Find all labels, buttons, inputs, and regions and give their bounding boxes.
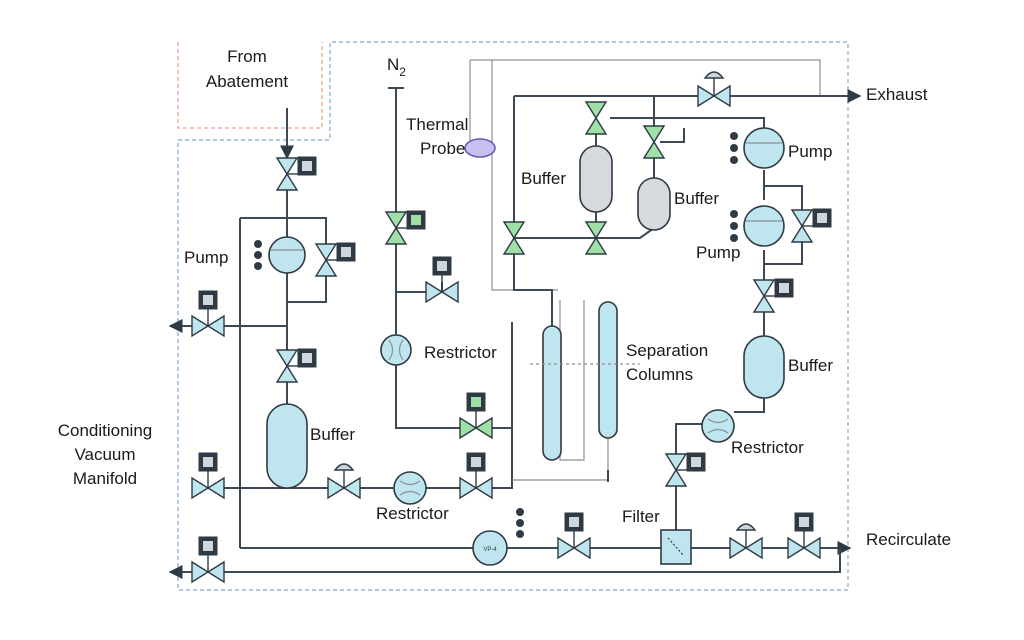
valve-pump-right-bypass[interactable] <box>790 208 832 243</box>
n2-main: N <box>387 55 399 74</box>
valve-bottom-left[interactable] <box>191 536 225 584</box>
valve-recirc-out[interactable] <box>787 512 821 560</box>
n2-label: N2 <box>387 55 406 79</box>
vp-pump-label: VP-4 <box>483 547 497 553</box>
valve-pump-right-out[interactable] <box>752 278 794 313</box>
valve-actuator-window <box>341 247 351 257</box>
valve-abatement-in[interactable] <box>275 156 317 191</box>
pump-mid-right <box>730 205 785 247</box>
buffer-left-label: Buffer <box>310 425 355 444</box>
valve-actuator-window <box>203 457 213 467</box>
pump-top-right <box>730 127 785 169</box>
valve-actuator-window <box>817 213 827 223</box>
conditioning-label-2: Vacuum <box>74 445 135 464</box>
buffer-right-vessel <box>743 335 785 399</box>
valve-actuator-window <box>471 457 481 467</box>
buffer-left-vessel <box>266 403 308 489</box>
restrictor-right-label: Restrictor <box>731 438 804 457</box>
separation-column-2 <box>598 301 618 439</box>
valve-buffer-grey-bottom[interactable] <box>584 221 608 255</box>
pump-left <box>254 236 306 274</box>
buffer-grey-left-label: Buffer <box>521 169 566 188</box>
valve-actuator-window <box>799 517 809 527</box>
valve-manifold-right[interactable] <box>459 452 493 500</box>
thermal-label-1: Thermal <box>406 115 468 134</box>
restrictor-mid <box>380 334 412 366</box>
exhaust-label: Exhaust <box>866 85 928 104</box>
valve-regulator-manifold[interactable] <box>327 463 361 500</box>
valve-n2-line[interactable] <box>384 210 426 245</box>
pump-left-label: Pump <box>184 248 228 267</box>
from-abatement-label-1: From <box>227 47 267 66</box>
regulator-dome-icon <box>703 71 725 79</box>
valve-actuator-window <box>203 541 213 551</box>
from-abatement-label-2: Abatement <box>206 72 288 91</box>
valve-actuator-window <box>411 215 421 225</box>
valve-left-mid[interactable] <box>275 348 317 383</box>
regulator-dome-icon <box>333 463 355 471</box>
labels: From Abatement N2 Thermal Probe Exhaust … <box>58 47 951 549</box>
buffer-grey-right-vessel <box>637 177 671 231</box>
separation-column-1 <box>542 325 562 461</box>
valve-actuator-window <box>569 517 579 527</box>
valve-buffer-grey-right[interactable] <box>642 125 666 159</box>
valve-actuator-window <box>302 353 312 363</box>
valve-actuator-window <box>471 397 481 407</box>
n2-sub: 2 <box>399 65 406 79</box>
pump-mid-right-label: Pump <box>696 243 740 262</box>
valve-sep-left[interactable] <box>502 221 526 255</box>
thermal-probe-icon <box>464 138 496 158</box>
buffer-grey-right-label: Buffer <box>674 189 719 208</box>
valve-buffer-grey-top[interactable] <box>584 101 608 135</box>
separation-label-1: Separation <box>626 341 708 360</box>
valves <box>191 71 832 584</box>
restrictor-bottom <box>393 471 427 505</box>
regulator-dome-icon <box>735 523 757 531</box>
valve-conditioning[interactable] <box>191 452 225 500</box>
valve-exhaust[interactable] <box>697 71 731 108</box>
restrictor-mid-label: Restrictor <box>424 343 497 362</box>
valve-actuator-window <box>779 283 789 293</box>
valve-filter-inlet[interactable] <box>664 452 706 487</box>
abatement-boundary <box>177 42 323 129</box>
valve-actuator-window <box>437 261 447 271</box>
thermal-label-2: Probe <box>420 139 465 158</box>
separation-label-2: Columns <box>626 365 693 384</box>
valve-actuator-window <box>691 457 701 467</box>
valve-column-feed[interactable] <box>459 392 493 440</box>
valve-left-outlet[interactable] <box>191 290 225 338</box>
restrictor-right <box>701 409 735 443</box>
valve-recirc-reg[interactable] <box>729 523 763 560</box>
pump-vp4: VP-4 <box>472 508 524 566</box>
recirculate-label: Recirculate <box>866 530 951 549</box>
restrictor-bottom-label: Restrictor <box>376 504 449 523</box>
buffer-right-label: Buffer <box>788 356 833 375</box>
conditioning-label-1: Conditioning <box>58 421 153 440</box>
conditioning-label-3: Manifold <box>73 469 137 488</box>
pump-top-right-label: Pump <box>788 142 832 161</box>
valve-n2-branch[interactable] <box>425 256 459 304</box>
valve-actuator-window <box>203 295 213 305</box>
valve-actuator-window <box>302 161 312 171</box>
buffer-grey-left-vessel <box>579 145 613 213</box>
filter-icon <box>660 529 692 565</box>
valve-recirc-vp4[interactable] <box>557 512 591 560</box>
filter-label: Filter <box>622 507 660 526</box>
valve-pump-left-bypass[interactable] <box>314 242 356 277</box>
